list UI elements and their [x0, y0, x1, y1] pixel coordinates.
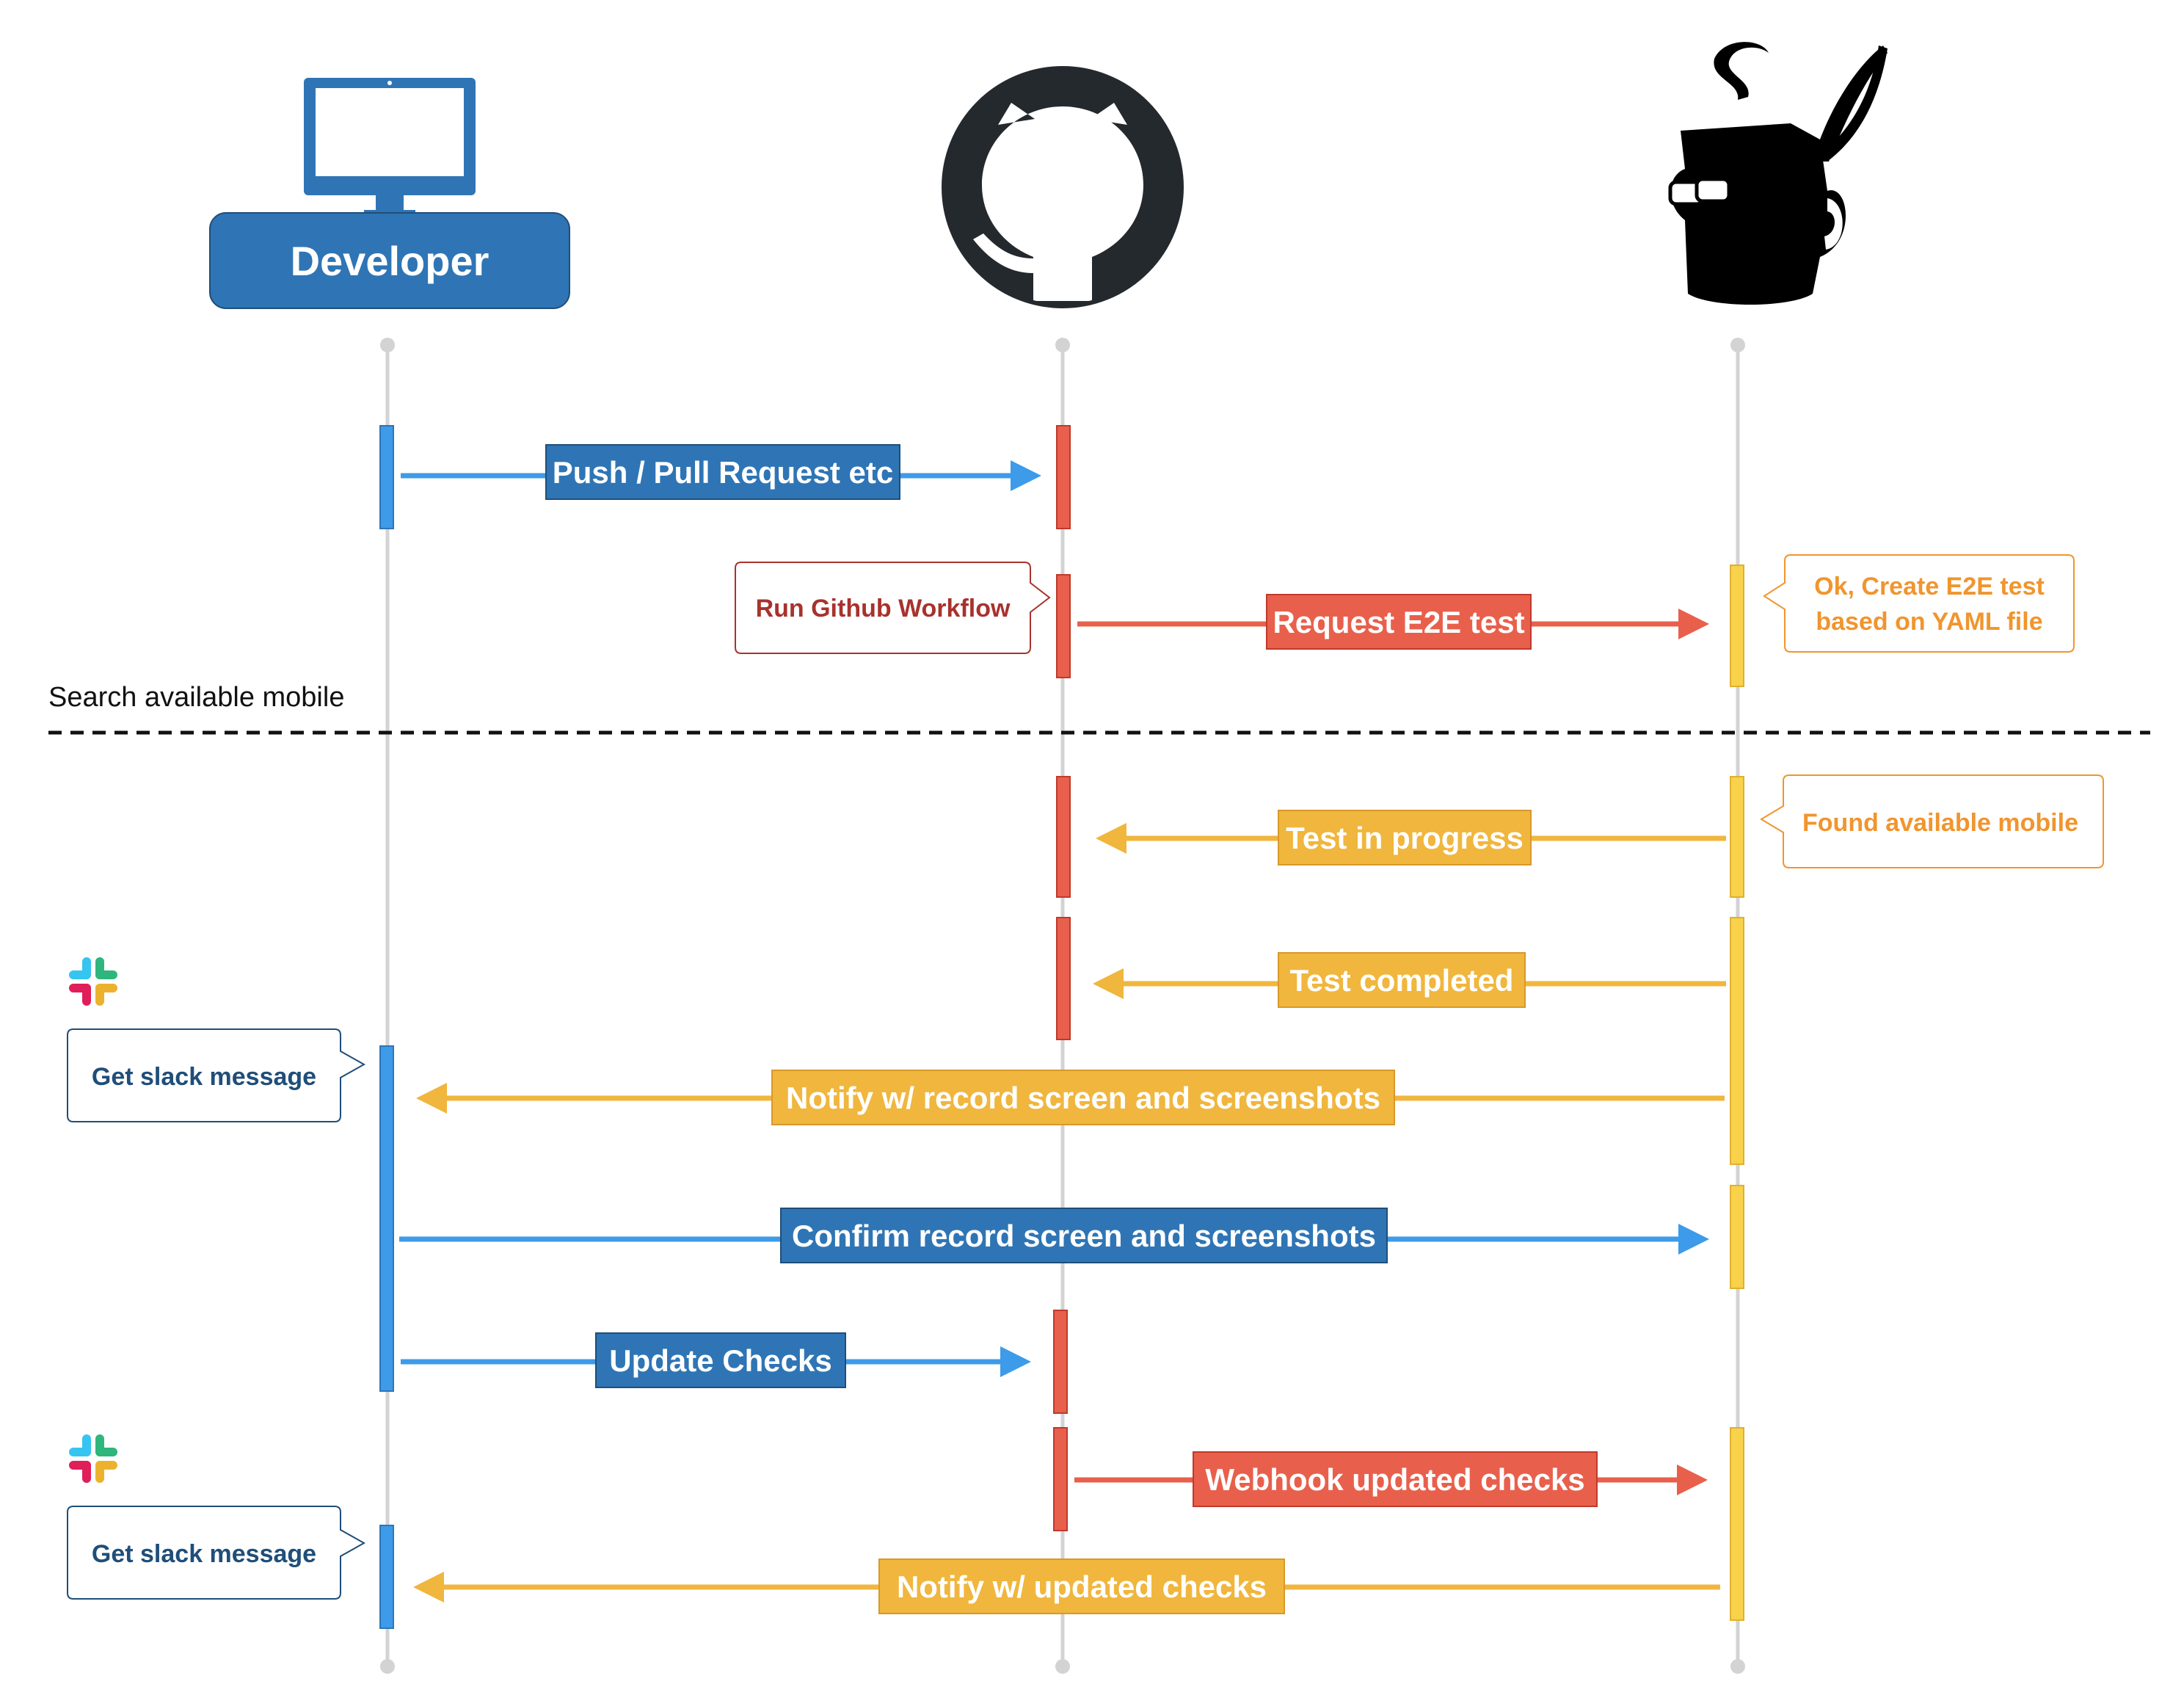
- section-divider: Search available mobile: [48, 682, 2150, 735]
- github-actor: [942, 66, 1184, 308]
- message-label: Notify w/ updated checks: [897, 1569, 1267, 1604]
- activation-bars: [379, 425, 1744, 1629]
- github-icon: [942, 66, 1184, 308]
- developer-activation: [379, 1045, 394, 1392]
- developer-label-box: [209, 212, 570, 309]
- note-slack-message: Get slack message: [67, 1028, 366, 1122]
- message-test-completed: Test completed: [1093, 952, 1726, 1008]
- github-activation: [1056, 917, 1071, 1040]
- message-update-checks: Update Checks: [401, 1332, 1031, 1388]
- runner-activation: [1730, 1427, 1744, 1621]
- github-activation: [1053, 1310, 1068, 1414]
- message-label: Request E2E test: [1273, 605, 1524, 639]
- message-push-request: Push / Pull Request etc: [401, 444, 1041, 500]
- note-run-workflow: Run Github Workflow: [735, 562, 1051, 654]
- message-notify-updated: Notify w/ updated checks: [413, 1558, 1720, 1614]
- message-webhook-updated: Webhook updated checks: [1074, 1451, 1708, 1507]
- message-label: Test completed: [1290, 963, 1514, 998]
- runner-activation: [1730, 1185, 1744, 1289]
- note-text: Ok, Create E2E test: [1814, 573, 2045, 600]
- runner-activation: [1730, 776, 1744, 898]
- message-confirm-record: Confirm record screen and screenshots: [399, 1208, 1709, 1263]
- message-label: Webhook updated checks: [1205, 1462, 1584, 1497]
- note-text: Found available mobile: [1802, 809, 2078, 837]
- runner-activation: [1730, 917, 1744, 1165]
- message-label: Notify w/ record screen and screenshots: [786, 1081, 1380, 1115]
- developer-actor: Developer: [209, 78, 570, 309]
- monitor-icon: [304, 78, 476, 217]
- note-text: Get slack message: [92, 1063, 316, 1091]
- message-request-e2e: Request E2E test: [1077, 594, 1709, 650]
- developer-activation: [379, 1525, 394, 1629]
- github-activation: [1056, 776, 1071, 898]
- message-notify-record: Notify w/ record screen and screenshots: [416, 1070, 1725, 1125]
- github-activation: [1056, 574, 1071, 678]
- message-label: Test in progress: [1286, 821, 1524, 855]
- runner-activation: [1730, 565, 1744, 687]
- message-label: Push / Pull Request etc: [553, 455, 893, 490]
- runner-actor: [1668, 42, 1888, 305]
- github-activation: [1053, 1427, 1068, 1531]
- section-label: Search available mobile: [48, 682, 344, 713]
- github-activation: [1056, 425, 1071, 529]
- note-slack-message: Get slack message: [67, 1506, 366, 1600]
- coffee-mug-icon: [1668, 42, 1888, 305]
- note-text: based on YAML file: [1816, 608, 2042, 636]
- note-create-test: Ok, Create E2E test based on YAML file: [1763, 554, 2075, 653]
- message-label: Confirm record screen and screenshots: [792, 1219, 1376, 1253]
- message-label: Update Checks: [609, 1343, 831, 1378]
- developer-label: Developer: [291, 238, 489, 284]
- note-found-mobile: Found available mobile: [1760, 774, 2104, 868]
- note-text: Run Github Workflow: [756, 595, 1011, 623]
- slack-icon: [69, 1434, 117, 1483]
- slack-icon: [69, 957, 117, 1006]
- developer-activation: [379, 425, 394, 529]
- note-text: Get slack message: [92, 1540, 316, 1568]
- message-test-in-progress: Test in progress: [1096, 810, 1726, 865]
